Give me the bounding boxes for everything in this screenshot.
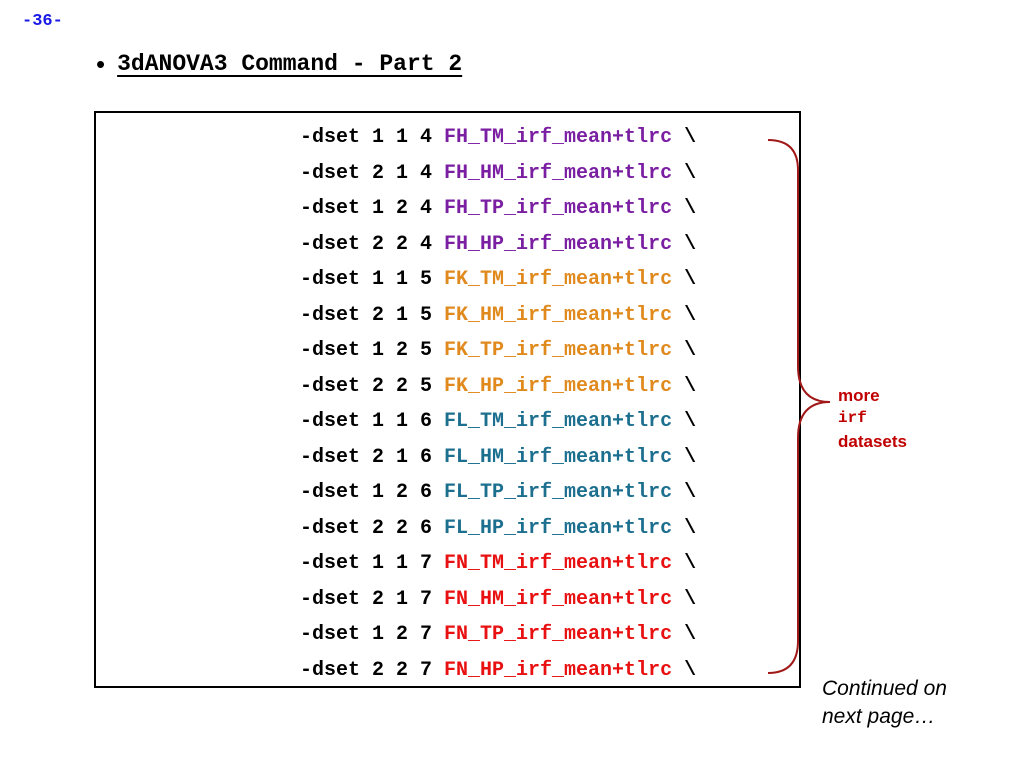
line-continuation: \ [672,126,697,149]
dataset-name: FK_TP_irf_mean+tlrc [444,339,673,362]
line-continuation: \ [672,197,697,220]
dataset-name: FK_HP_irf_mean+tlrc [444,374,673,398]
line-continuation: \ [672,481,697,504]
page-number: -36- [22,12,63,31]
dset-args: -dset 1 1 4 [300,126,445,149]
line-continuation: \ [672,445,697,469]
line-continuation: \ [672,232,697,256]
line-continuation: \ [672,623,697,646]
command-line: -dset 2 1 7 FN_HM_irf_mean+tlrc \ [300,582,696,618]
command-line: -dset 1 1 4 FH_TM_irf_mean+tlrc \ [300,120,696,156]
dataset-name: FH_TP_irf_mean+tlrc [444,197,673,220]
dset-args: -dset 2 1 7 [300,587,445,611]
dset-args: -dset 2 1 4 [300,161,445,185]
dset-args: -dset 2 2 6 [300,516,445,540]
command-line: -dset 2 1 4 FH_HM_irf_mean+tlrc \ [300,156,696,192]
line-continuation: \ [672,161,697,185]
command-line: -dset 2 1 5 FK_HM_irf_mean+tlrc \ [300,298,696,334]
dataset-name: FK_TM_irf_mean+tlrc [444,268,673,291]
command-line: -dset 1 2 4 FH_TP_irf_mean+tlrc \ [300,191,696,227]
line-continuation: \ [672,374,697,398]
line-continuation: \ [672,303,697,327]
command-line: -dset 1 2 7 FN_TP_irf_mean+tlrc \ [300,617,696,653]
command-line: -dset 2 2 7 FN_HP_irf_mean+tlrc \ [300,653,696,689]
dataset-name: FH_HM_irf_mean+tlrc [444,161,673,185]
dataset-name: FL_TM_irf_mean+tlrc [444,410,673,433]
dataset-name: FL_HM_irf_mean+tlrc [444,445,673,469]
command-line: -dset 2 2 5 FK_HP_irf_mean+tlrc \ [300,369,696,405]
annotation-more-irf-datasets: more irf datasets [838,384,907,453]
line-continuation: \ [672,268,697,291]
dataset-name: FH_TM_irf_mean+tlrc [444,126,673,149]
dset-args: -dset 1 1 6 [300,410,445,433]
dset-args: -dset 1 1 5 [300,268,445,291]
annotation-line-3: datasets [838,432,907,451]
dataset-name: FN_TP_irf_mean+tlrc [444,623,673,646]
command-line: -dset 2 1 6 FL_HM_irf_mean+tlrc \ [300,440,696,476]
annotation-line-2: irf [838,409,867,427]
dset-args: -dset 1 2 6 [300,481,445,504]
dataset-name: FL_TP_irf_mean+tlrc [444,481,673,504]
dset-args: -dset 2 1 5 [300,303,445,327]
dset-args: -dset 1 2 4 [300,197,445,220]
annotation-line-1: more [838,386,880,405]
dataset-name: FN_TM_irf_mean+tlrc [444,552,673,575]
dataset-name: FN_HP_irf_mean+tlrc [444,658,673,682]
dset-args: -dset 2 1 6 [300,445,445,469]
dataset-name: FN_HM_irf_mean+tlrc [444,587,673,611]
bullet-icon: • [96,49,106,79]
line-continuation: \ [672,410,697,433]
dataset-name: FH_HP_irf_mean+tlrc [444,232,673,256]
continued-note: Continued on next page… [822,675,947,731]
line-continuation: \ [672,552,697,575]
command-line: -dset 2 2 4 FH_HP_irf_mean+tlrc \ [300,227,696,263]
dset-args: -dset 2 2 7 [300,658,445,682]
command-line: -dset 1 2 6 FL_TP_irf_mean+tlrc \ [300,475,696,511]
dataset-name: FK_HM_irf_mean+tlrc [444,303,673,327]
dset-args: -dset 1 2 5 [300,339,445,362]
line-continuation: \ [672,339,697,362]
line-continuation: \ [672,516,697,540]
slide-title: 3dANOVA3 Command - Part 2 [117,51,463,77]
dset-args: -dset 2 2 4 [300,232,445,256]
dset-args: -dset 2 2 5 [300,374,445,398]
dset-args: -dset 1 2 7 [300,623,445,646]
command-line: -dset 2 2 6 FL_HP_irf_mean+tlrc \ [300,511,696,547]
line-continuation: \ [672,658,697,682]
slide-title-row: • 3dANOVA3 Command - Part 2 [96,48,462,80]
command-line: -dset 1 1 5 FK_TM_irf_mean+tlrc \ [300,262,696,298]
dataset-name: FL_HP_irf_mean+tlrc [444,516,673,540]
command-line: -dset 1 1 6 FL_TM_irf_mean+tlrc \ [300,404,696,440]
command-line: -dset 1 2 5 FK_TP_irf_mean+tlrc \ [300,333,696,369]
continued-line-2: next page… [822,705,936,728]
dset-args: -dset 1 1 7 [300,552,445,575]
continued-line-1: Continued on [822,677,947,700]
line-continuation: \ [672,587,697,611]
command-line: -dset 1 1 7 FN_TM_irf_mean+tlrc \ [300,546,696,582]
